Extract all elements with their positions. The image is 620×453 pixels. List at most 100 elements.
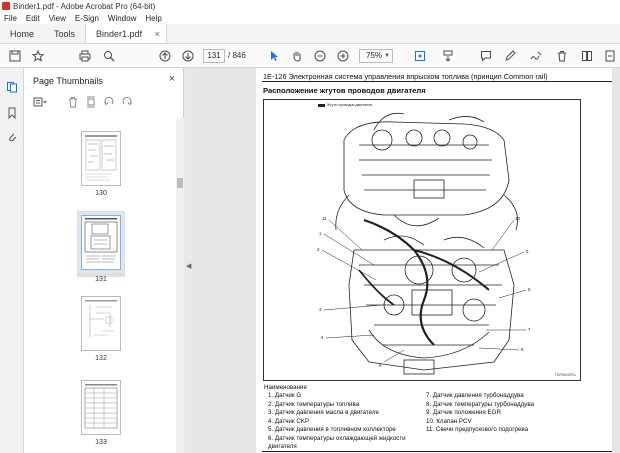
list-item: 1. Датчик G <box>268 392 302 399</box>
callout-label: 7 <box>528 327 531 332</box>
parts-list-right: 7. Датчик давления турбонаддува 8. Датчи… <box>426 392 534 435</box>
menu-window[interactable]: Window <box>107 13 137 23</box>
comment-icon[interactable] <box>479 49 493 63</box>
panel-toolbar <box>24 95 184 111</box>
callout-label: 2 <box>317 247 320 252</box>
thumbnail-label: 130 <box>95 190 107 197</box>
thumbnail-list: 130 131 132 <box>24 118 176 453</box>
tab-document-label: Binder1.pdf <box>96 28 143 39</box>
figure-code: TDR0620F01 <box>554 373 576 377</box>
parts-list-left: 1. Датчик G 2. Датчик температуры топлив… <box>268 392 406 452</box>
pdf-page: 1E-126 Электронная система управления вп… <box>256 68 612 453</box>
thumbnail-page[interactable] <box>81 131 121 186</box>
scroll-mode-icon[interactable] <box>441 49 455 63</box>
tab-tools[interactable]: Tools <box>54 28 76 39</box>
list-item: 7. Датчик давления турбонаддува <box>426 392 524 399</box>
zoom-select[interactable]: 75% ▼ <box>359 49 393 63</box>
sign-icon[interactable] <box>529 49 543 63</box>
thumbnail-scrollbar[interactable] <box>176 118 184 453</box>
extract-pages-icon[interactable] <box>84 95 98 109</box>
page-thumbnails-icon[interactable] <box>5 80 19 94</box>
rotate-right-icon[interactable] <box>120 95 134 109</box>
list-item: 8. Датчик температуры турбонаддува <box>426 400 535 408</box>
zoom-out-icon[interactable] <box>313 49 327 63</box>
rotate-left-icon[interactable] <box>102 95 116 109</box>
thumbnail-label: 133 <box>95 439 107 446</box>
export-pdf-icon[interactable] <box>603 49 617 63</box>
select-cursor-icon[interactable] <box>267 49 281 63</box>
engine-drawing <box>321 112 527 375</box>
panel-title: Page Thumbnails <box>33 76 103 86</box>
previous-page-icon[interactable] <box>158 49 172 63</box>
thumbnail-page-active[interactable] <box>78 212 124 273</box>
window-title: Binder1.pdf - Adobe Acrobat Pro (64-bit) <box>13 1 156 11</box>
scrollbar-thumb[interactable] <box>177 178 183 188</box>
page-total: / 846 <box>228 51 246 60</box>
tab-document[interactable]: Binder1.pdf × <box>85 24 168 43</box>
thumbnail-label: 132 <box>95 355 107 362</box>
menu-view[interactable]: View <box>48 13 66 23</box>
menu-bar: File Edit View E-Sign Window Help <box>0 12 620 24</box>
zoom-value: 75% <box>366 51 383 60</box>
zoom-in-icon[interactable] <box>336 49 350 63</box>
callout-label: 4 <box>321 335 324 340</box>
list-item: двигателя <box>268 443 297 450</box>
footer-rule <box>262 451 612 452</box>
page-fit-icon[interactable] <box>413 49 427 63</box>
callout-label: 9 <box>379 363 382 368</box>
tab-bar: Home Tools Binder1.pdf × <box>0 24 620 44</box>
options-menu-icon[interactable] <box>33 95 47 109</box>
pen-icon[interactable] <box>503 49 517 63</box>
list-item: 2. Датчик температуры топлива <box>268 400 360 408</box>
collapse-panel-icon[interactable]: ◀ <box>186 263 192 270</box>
callout-label: 8 <box>521 347 524 352</box>
menu-help[interactable]: Help <box>145 13 162 23</box>
close-icon[interactable]: × <box>154 28 161 39</box>
thumbnail-label: 131 <box>95 276 107 283</box>
attachment-icon[interactable] <box>5 130 19 144</box>
list-item: 3. Датчик давления масла в двигателе <box>268 409 379 416</box>
section-title: Расположение жгутов проводов двигателя <box>263 86 426 95</box>
delete-icon[interactable] <box>555 49 569 63</box>
list-item: 4. Датчик CKP <box>268 417 310 425</box>
panel-close-icon[interactable]: × <box>168 73 175 85</box>
callout-label: 1 <box>319 231 322 236</box>
main-toolbar: 131 / 846 75% ▼ <box>0 44 620 68</box>
callout-label: 10 <box>515 216 521 221</box>
menu-file[interactable]: File <box>4 13 17 23</box>
page-number-input[interactable]: 131 <box>203 49 225 63</box>
menu-esign[interactable]: E-Sign <box>74 13 99 23</box>
list-item: 6. Датчик температуры охлаждающей жидкос… <box>268 434 406 442</box>
thumbnail-page[interactable] <box>81 380 121 435</box>
chevron-down-icon: ▼ <box>384 53 390 59</box>
list-item: 9. Датчик положения EGR <box>426 409 501 416</box>
list-item: 5. Датчик давления в топливном коллектор… <box>268 426 396 433</box>
callout-label: 5 <box>526 249 529 254</box>
search-icon[interactable] <box>102 49 116 63</box>
print-icon[interactable] <box>78 49 92 63</box>
hand-tool-icon[interactable] <box>290 49 304 63</box>
acrobat-icon <box>2 2 10 10</box>
parts-caption: Наименование <box>264 384 307 391</box>
callout-label: 6 <box>528 287 531 292</box>
thumbnail-page[interactable] <box>81 296 121 351</box>
figure-legend: Жгуты проводов двигателя <box>327 103 373 107</box>
legend-marker <box>318 104 325 107</box>
page-thumbnails-panel: Page Thumbnails × <box>24 68 184 453</box>
next-page-icon[interactable] <box>181 49 195 63</box>
engine-harness-figure: Жгуты проводов двигателя <box>263 99 581 381</box>
save-icon[interactable] <box>8 49 22 63</box>
list-item: 11. Свечи предпускового подогрева <box>426 426 529 433</box>
callout-label: 3 <box>319 307 322 312</box>
page-header: 1E-126 Электронная система управления вп… <box>263 72 548 81</box>
title-bar: Binder1.pdf - Adobe Acrobat Pro (64-bit) <box>0 0 620 12</box>
tab-home[interactable]: Home <box>10 28 35 39</box>
bookmark-icon[interactable] <box>5 106 19 120</box>
left-navigation-rail <box>0 68 24 453</box>
organize-pages-icon[interactable] <box>580 49 594 63</box>
star-icon[interactable] <box>31 49 45 63</box>
header-rule <box>262 81 612 82</box>
menu-edit[interactable]: Edit <box>25 13 40 23</box>
delete-page-icon[interactable] <box>66 95 80 109</box>
callout-label: 11 <box>322 216 327 221</box>
